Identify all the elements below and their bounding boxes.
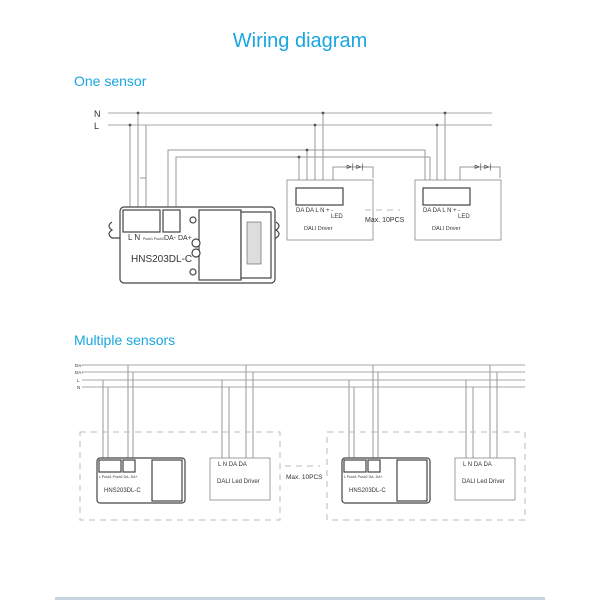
svg-text:L: L (77, 378, 80, 383)
svg-text:DA DA L N + -: DA DA L N + - (423, 208, 460, 214)
bus-label-l: L (94, 121, 99, 131)
svg-text:N: N (77, 385, 80, 390)
svg-text:DA DA L N + -: DA DA L N + - (296, 208, 333, 214)
svg-text:HNS203DL-C: HNS203DL-C (349, 488, 386, 494)
sensor-2: L Push1 Push2 DA- DA+ HNS203DL-C (341, 457, 431, 504)
led-icon: ⊳| ⊳| (474, 164, 491, 171)
multiple-sensors-diagram: DA- DA+ L N L Push1 Push2 DA- DA+ HNS203… (75, 363, 526, 521)
svg-text:HNS203DL-C: HNS203DL-C (104, 488, 141, 494)
svg-text:L Push1 Push2 DA- DA+: L Push1 Push2 DA- DA+ (344, 475, 383, 479)
svg-text:LED: LED (331, 214, 343, 220)
led-icon: ⊳| ⊳| (346, 164, 363, 171)
svg-text:LED: LED (458, 214, 470, 220)
svg-text:DALI Driver: DALI Driver (432, 226, 461, 232)
max-label: Max. 10PCS (365, 217, 405, 224)
svg-text:DALI Led Driver: DALI Led Driver (217, 479, 260, 485)
svg-text:L Push1 Push2 DA- DA+: L Push1 Push2 DA- DA+ (99, 475, 138, 479)
bottom-bar (55, 597, 545, 600)
max-label-multi: Max. 10PCS (286, 474, 323, 481)
sensor-1: L Push1 Push2 DA- DA+ HNS203DL-C (96, 457, 186, 504)
svg-text:L N DA DA: L N DA DA (218, 462, 247, 468)
one-sensor-diagram: N L ⊳| ⊳| ⊳| ⊳| L N Push1 Push2 DA- D (94, 109, 502, 284)
svg-text:DALI Led Driver: DALI Led Driver (462, 479, 505, 485)
page-title: Wiring diagram (232, 30, 368, 52)
bus-label-n: N (94, 109, 101, 119)
svg-text:DA-: DA- (75, 363, 83, 368)
sensor-terminal-labels: L N (128, 233, 140, 242)
svg-text:DA+: DA+ (75, 370, 84, 375)
section-heading-multiple-sensors: Multiple sensors (74, 332, 176, 348)
svg-text:Push1 Push2: Push1 Push2 (143, 237, 164, 241)
sensor-hns203dl-c: L N Push1 Push2 DA- DA+ HNS203DL-C (108, 206, 280, 284)
dali-driver-1: DA DA L N + - LED DALI Driver (286, 179, 374, 241)
svg-text:DALI Driver: DALI Driver (304, 226, 333, 232)
dali-led-driver-1: L N DA DA DALI Led Driver (209, 457, 271, 501)
svg-text:DA- DA+: DA- DA+ (164, 235, 192, 242)
dali-driver-2: DA DA L N + - LED DALI Driver (414, 179, 502, 241)
sensor-model: HNS203DL-C (131, 254, 192, 265)
svg-text:L N DA DA: L N DA DA (463, 462, 492, 468)
section-heading-one-sensor: One sensor (74, 73, 147, 89)
dali-led-driver-2: L N DA DA DALI Led Driver (454, 457, 516, 501)
